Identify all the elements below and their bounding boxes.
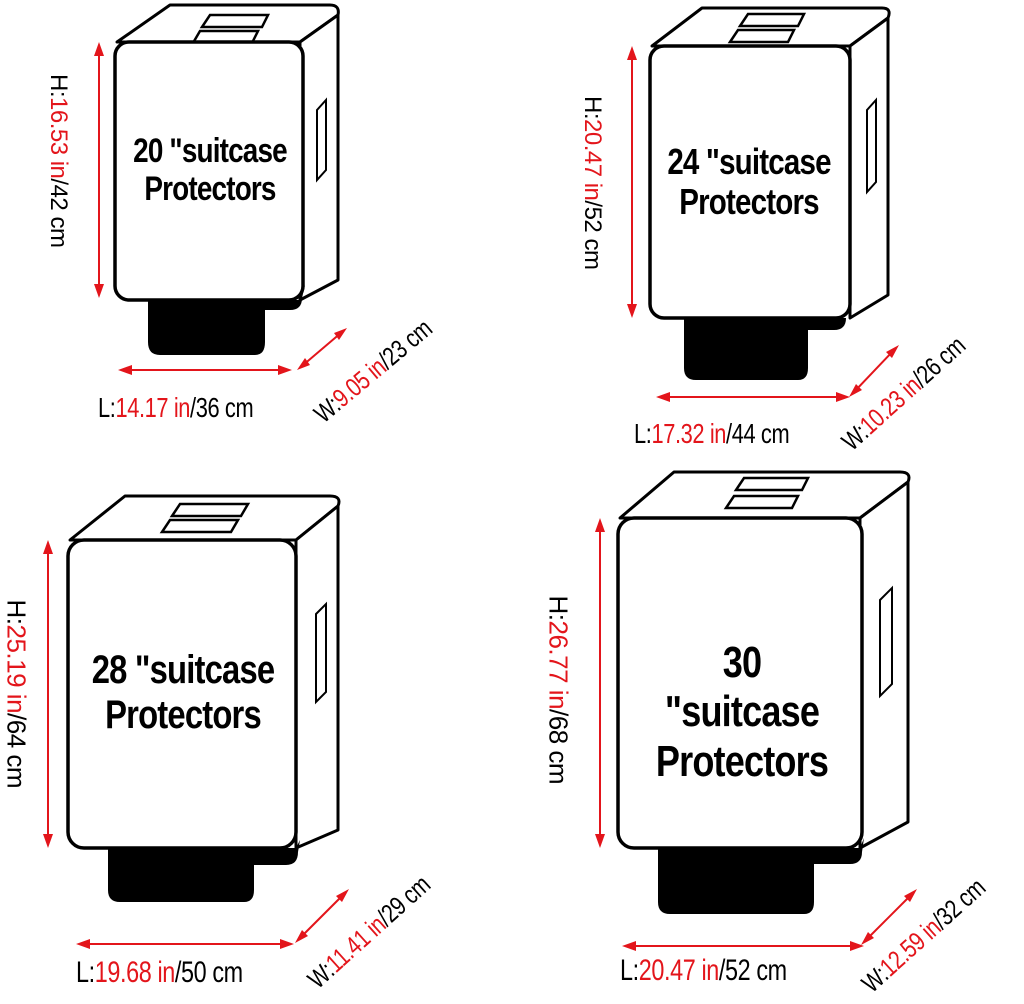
- height-inches: 20.47 in: [579, 119, 606, 201]
- length-cm: /50 cm: [174, 956, 243, 989]
- height-cm: /52 cm: [579, 200, 606, 270]
- size-panel-30: 30 "suitcase Protectors H:26.77 in/68 cm…: [512, 470, 1024, 1004]
- length-cm: /44 cm: [726, 418, 790, 449]
- size-title-line2: Protectors: [105, 692, 262, 737]
- height-label: H:20.47 in/52 cm: [578, 96, 606, 269]
- length-cm: /36 cm: [190, 392, 254, 423]
- length-prefix: L:: [620, 954, 639, 987]
- length-cm: /52 cm: [718, 954, 787, 987]
- size-title-line2: Protectors: [144, 170, 276, 209]
- length-inches: 20.47 in: [638, 954, 720, 987]
- suitcase-outline-icon: [43, 494, 349, 949]
- length-inches: 19.68 in: [94, 956, 176, 989]
- length-label: L:14.17 in/36 cm: [98, 392, 254, 424]
- height-prefix: H:: [543, 595, 574, 621]
- size-title-line1: 20 "suitcase: [133, 132, 288, 170]
- height-label: H:26.77 in/68 cm: [543, 596, 574, 785]
- size-title-line1: 28 "suitcase: [91, 648, 275, 692]
- length-label: L:19.68 in/50 cm: [76, 956, 243, 990]
- height-inches: 26.77 in: [543, 620, 574, 710]
- suitcase-outline-icon: [595, 470, 917, 951]
- height-cm: /64 cm: [1, 713, 32, 789]
- height-inches: 16.53 in: [45, 97, 72, 179]
- suitcase-outline-icon: [94, 3, 347, 375]
- length-inches: 17.32 in: [651, 418, 727, 449]
- size-panel-24: 24 "suitcase Protectors H:20.47 in/52 cm…: [512, 0, 1024, 470]
- size-title-line1: 24 "suitcase: [667, 141, 831, 182]
- length-label: L:17.32 in/44 cm: [634, 418, 790, 450]
- length-prefix: L:: [98, 392, 116, 423]
- length-inches: 14.17 in: [115, 392, 191, 423]
- size-title-line1: 30 "suitcase: [664, 638, 820, 737]
- height-cm: /68 cm: [543, 709, 574, 785]
- size-title-line2: Protectors: [679, 181, 819, 223]
- height-cm: /42 cm: [45, 178, 72, 248]
- size-title: 20 "suitcase Protectors: [128, 132, 292, 208]
- size-title: 28 "suitcase Protectors: [90, 648, 275, 738]
- height-label: H:16.53 in/42 cm: [44, 74, 72, 247]
- suitcase-outline-icon: [627, 6, 899, 402]
- height-prefix: H:: [1, 599, 32, 625]
- length-prefix: L:: [76, 956, 95, 989]
- height-inches: 25.19 in: [1, 624, 32, 714]
- height-label: H:25.19 in/64 cm: [1, 600, 32, 789]
- size-title: 30 "suitcase Protectors: [642, 638, 842, 786]
- length-prefix: L:: [634, 418, 652, 449]
- size-title-line2: Protectors: [655, 736, 829, 786]
- height-prefix: H:: [45, 74, 72, 97]
- size-panel-28: 28 "suitcase Protectors H:25.19 in/64 cm…: [0, 470, 512, 1004]
- size-panel-20: 20 "suitcase Protectors H:16.53 in/42 cm…: [0, 0, 512, 470]
- length-label: L:20.47 in/52 cm: [620, 954, 787, 988]
- size-title: 24 "suitcase Protectors: [663, 141, 835, 223]
- height-prefix: H:: [579, 96, 606, 119]
